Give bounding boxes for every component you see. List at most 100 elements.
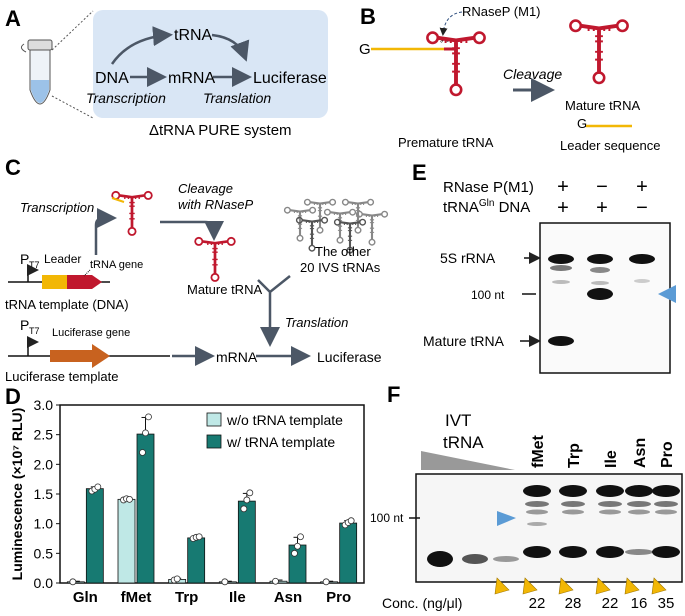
x-tick-label: Pro [326,589,351,606]
f-conc-value: 35 [658,595,675,612]
f-band-top [596,485,624,497]
f-bands [427,485,680,567]
data-point [294,542,301,550]
f-band-top [559,485,587,497]
y-tick-label: 1.5 [34,486,54,502]
a-arrow-dna-trna [110,26,173,65]
a-system-label: ΔtRNA PURE system [149,122,292,139]
c-other-1: The other [315,244,371,259]
e-sign-row1: + [557,176,569,198]
c-luctemplate: Luciferase template [5,369,118,384]
f-ivt-band [462,554,488,564]
panel-letter-f: F [387,382,400,407]
y-tick-label: 2.5 [34,427,54,443]
bar [187,537,206,584]
f-band-trna [652,546,680,558]
c-mature: Mature tRNA [187,282,262,297]
f-yellow-markers [494,577,667,595]
f-conc-value: 22 [529,595,546,612]
legend-label: w/o tRNA template [226,412,343,428]
b-rnasep: RNaseP (M1) [462,4,541,19]
f-conc-label: Conc. (ng/μl) [382,595,462,611]
f-band-trna [596,546,624,558]
y-tick-label: 2.0 [34,456,54,472]
f-band [654,501,678,507]
x-tick-label: Gln [73,589,98,606]
data-point [142,429,149,437]
data-point [69,578,77,586]
c-trnagene: tRNA gene [90,259,143,271]
f-band [599,509,621,515]
f-lane-label: Ile [603,450,620,468]
f-band-top [652,485,680,497]
c-leader: Leader [44,252,81,266]
c-translation: Translation [285,315,348,330]
f-ivt-2: tRNA [443,433,484,452]
a-luciferase: Luciferase [253,70,327,87]
e-sign-grid: +−+++− [557,176,648,219]
f-band [561,501,585,507]
data-point [139,449,146,456]
f-band-top [523,485,551,497]
e-mature: Mature tRNA [423,333,505,349]
b-premature: Premature tRNA [398,135,494,150]
panel-letter-c: C [5,155,21,180]
data-point [243,496,251,504]
c-p1-sub: T7 [29,260,40,270]
f-band [598,501,622,507]
f-band [526,509,548,515]
legend-swatch [206,412,222,427]
e-100nt: 100 nt [471,288,505,302]
f-yellow-marker [624,577,640,595]
f-band [562,509,584,515]
c-cleavage-1: Cleavage [178,181,233,196]
f-band-trna [523,546,551,558]
c-p2-sub: T7 [29,326,40,336]
f-ivt-1: IVT [445,411,471,430]
e-rnase-label: RNase P(M1) [443,179,534,196]
f-blue-marker [497,511,516,526]
leader-box [42,275,67,289]
e-trna-label: tRNAGln DNA [443,198,530,216]
c-premature-trna-icon [110,190,154,237]
f-band [627,501,651,507]
tube-icon [20,39,53,105]
x-tick-label: Ile [229,589,246,606]
scissors-icon: ✂ [440,35,449,47]
c-mrna: mRNA [216,349,258,365]
c-p1: P [20,251,29,267]
f-yellow-marker [651,577,667,595]
data-point [322,578,330,586]
data-point [126,495,133,503]
f-yellow-marker [494,577,510,595]
f-100nt: 100 nt [370,511,404,525]
x-tick-label: Asn [274,589,302,606]
panel-letter-d: D [5,384,21,409]
panel-letter-b: B [360,4,376,29]
bar [117,498,136,584]
f-band [655,509,677,515]
f-conc-value: 16 [631,595,648,612]
a-transcription: Transcription [86,90,166,106]
f-lane-label: Pro [659,441,676,468]
legend-label: w/ tRNA template [226,434,335,450]
y-tick-label: 0.0 [34,575,54,591]
data-point [195,533,203,541]
f-lane-label: Asn [632,438,649,468]
data-point [173,575,181,583]
f-yellow-marker [595,577,611,595]
c-template: tRNA template (DNA) [5,297,129,312]
data-point [347,517,355,525]
e-sign-row2: − [636,197,648,219]
data-point [145,413,152,421]
legend-swatch [206,434,222,449]
f-lane-label: Trp [566,443,583,468]
c-cleavage-2: with RNaseP [178,197,253,212]
f-yellow-marker [558,577,574,595]
bar [288,544,307,584]
premature-trna-icon [425,30,487,97]
e-sign-row1: − [596,176,608,198]
